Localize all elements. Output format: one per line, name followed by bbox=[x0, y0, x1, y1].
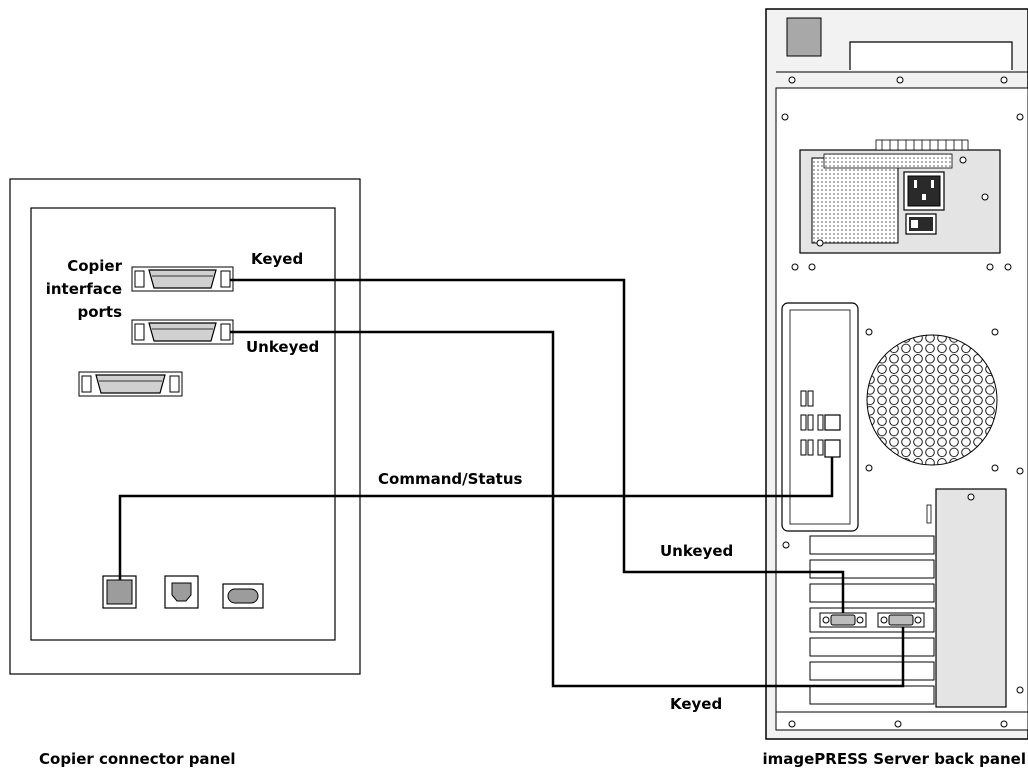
keyed-bottom-label: Keyed bbox=[670, 695, 722, 713]
copier-interface-ports-label-line2: interface bbox=[46, 280, 122, 298]
server-back-panel bbox=[765, 8, 1028, 740]
screw-icon bbox=[1016, 467, 1024, 475]
server-top-block bbox=[786, 17, 822, 57]
screw-icon bbox=[1016, 686, 1024, 694]
usb-port[interactable] bbox=[807, 439, 814, 456]
unkeyed-left-label: Unkeyed bbox=[246, 338, 319, 356]
usb-port[interactable] bbox=[807, 390, 814, 407]
cables bbox=[118, 278, 905, 688]
screw-icon bbox=[1000, 76, 1008, 84]
copier-interface-ports-label-line3: ports bbox=[77, 303, 122, 321]
screw-icon bbox=[896, 76, 904, 84]
screw-icon bbox=[816, 239, 824, 247]
cable-command-status bbox=[118, 457, 834, 580]
copier-interface-port-keyed[interactable] bbox=[131, 266, 234, 292]
usb-port[interactable] bbox=[807, 414, 814, 431]
unkeyed-right-label: Unkeyed bbox=[660, 542, 733, 560]
screw-icon bbox=[981, 193, 989, 201]
usb-port[interactable] bbox=[800, 414, 807, 431]
screw-icon bbox=[1016, 113, 1024, 121]
cable-keyed-to-unkeyed bbox=[230, 278, 845, 613]
oval-port[interactable] bbox=[222, 583, 264, 609]
cable-unkeyed-to-keyed bbox=[230, 330, 905, 688]
ethernet-port[interactable] bbox=[824, 414, 841, 431]
usb-port[interactable] bbox=[817, 414, 824, 431]
io-shield bbox=[781, 302, 859, 532]
screw-icon bbox=[967, 493, 975, 501]
copier-interface-port-spare[interactable] bbox=[78, 371, 183, 397]
fan-grille bbox=[865, 328, 999, 472]
screw-icon bbox=[865, 464, 873, 472]
server-port-unkeyed[interactable] bbox=[819, 612, 867, 628]
copier-connector-panel bbox=[9, 178, 361, 675]
copier-interface-port-unkeyed[interactable] bbox=[131, 319, 234, 345]
ethernet-port-command-status[interactable] bbox=[824, 439, 841, 458]
usb-port[interactable] bbox=[817, 439, 824, 456]
copier-connector-panel-caption: Copier connector panel bbox=[39, 750, 236, 768]
side-bracket bbox=[935, 488, 1007, 708]
server-handle bbox=[849, 41, 1013, 70]
screw-icon bbox=[791, 263, 799, 271]
screw-icon bbox=[782, 541, 790, 549]
screw-icon bbox=[1004, 263, 1012, 271]
screw-icon bbox=[865, 328, 873, 336]
usb-port[interactable] bbox=[800, 390, 807, 407]
screw-icon bbox=[991, 328, 999, 336]
screw-icon bbox=[986, 263, 994, 271]
screw-icon bbox=[991, 464, 999, 472]
server-port-keyed[interactable] bbox=[877, 612, 925, 628]
command-status-label: Command/Status bbox=[378, 470, 523, 488]
usb-port[interactable] bbox=[800, 439, 807, 456]
screw-icon bbox=[1000, 720, 1008, 728]
command-status-port[interactable] bbox=[102, 575, 137, 609]
copier-interface-ports-label-line1: Copier bbox=[67, 257, 122, 275]
screw-icon bbox=[788, 720, 796, 728]
screw-icon bbox=[894, 720, 902, 728]
screw-icon bbox=[808, 263, 816, 271]
keyed-left-label: Keyed bbox=[251, 250, 303, 268]
server-back-panel-caption: imagePRESS Server back panel bbox=[763, 750, 1027, 768]
usb-b-port[interactable] bbox=[164, 575, 199, 609]
power-supply-unit bbox=[799, 139, 1001, 254]
screw-icon bbox=[781, 113, 789, 121]
screw-icon bbox=[959, 156, 967, 164]
screw-icon bbox=[788, 76, 796, 84]
